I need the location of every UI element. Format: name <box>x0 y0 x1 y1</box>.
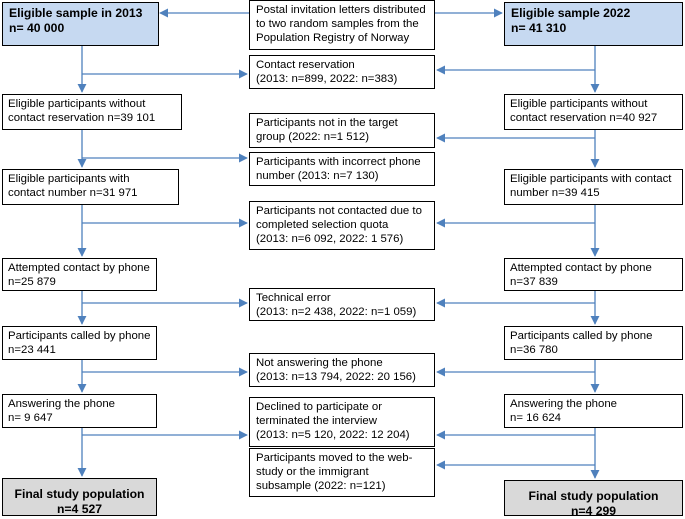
not-contacted-quota-box: Participants not contacted due to comple… <box>249 201 435 250</box>
declined-box: Declined to participate or terminated th… <box>249 397 435 447</box>
right-no-reservation-box: Eligible participants without contact re… <box>504 94 683 130</box>
not-answering-box: Not answering the phone (2013: n=13 794,… <box>249 353 435 387</box>
technical-error-box: Technical error (2013: n=2 438, 2022: n=… <box>249 288 435 321</box>
contact-reservation-box: Contact reservation (2013: n=899, 2022: … <box>249 55 435 89</box>
right-final-box: Final study population n=4 299 <box>504 480 683 518</box>
left-sample-box: Eligible sample in 2013 n= 40 000 <box>2 2 159 46</box>
right-contact-number-box: Eligible participants with contact numbe… <box>504 169 683 205</box>
moved-participants-box: Participants moved to the web- study or … <box>249 448 435 497</box>
postal-invitation-box: Postal invitation letters distributed to… <box>249 0 435 50</box>
left-contact-number-box: Eligible participants with contact numbe… <box>2 169 179 205</box>
right-sample-box: Eligible sample 2022 n= 41 310 <box>504 2 683 46</box>
not-target-group-box: Participants not in the target group (20… <box>249 113 435 148</box>
left-called-box: Participants called by phone n=23 441 <box>2 326 157 360</box>
left-no-reservation-box: Eligible participants without contact re… <box>2 94 182 130</box>
incorrect-phone-box: Participants with incorrect phone number… <box>249 152 435 186</box>
right-answering-box: Answering the phone n= 16 624 <box>504 394 683 428</box>
left-answering-box: Answering the phone n= 9 647 <box>2 394 157 428</box>
right-called-box: Participants called by phone n=36 780 <box>504 326 683 360</box>
left-attempted-box: Attempted contact by phone n=25 879 <box>2 258 157 291</box>
right-attempted-box: Attempted contact by phone n=37 839 <box>504 258 683 291</box>
left-final-box: Final study population n=4 527 <box>2 478 157 516</box>
